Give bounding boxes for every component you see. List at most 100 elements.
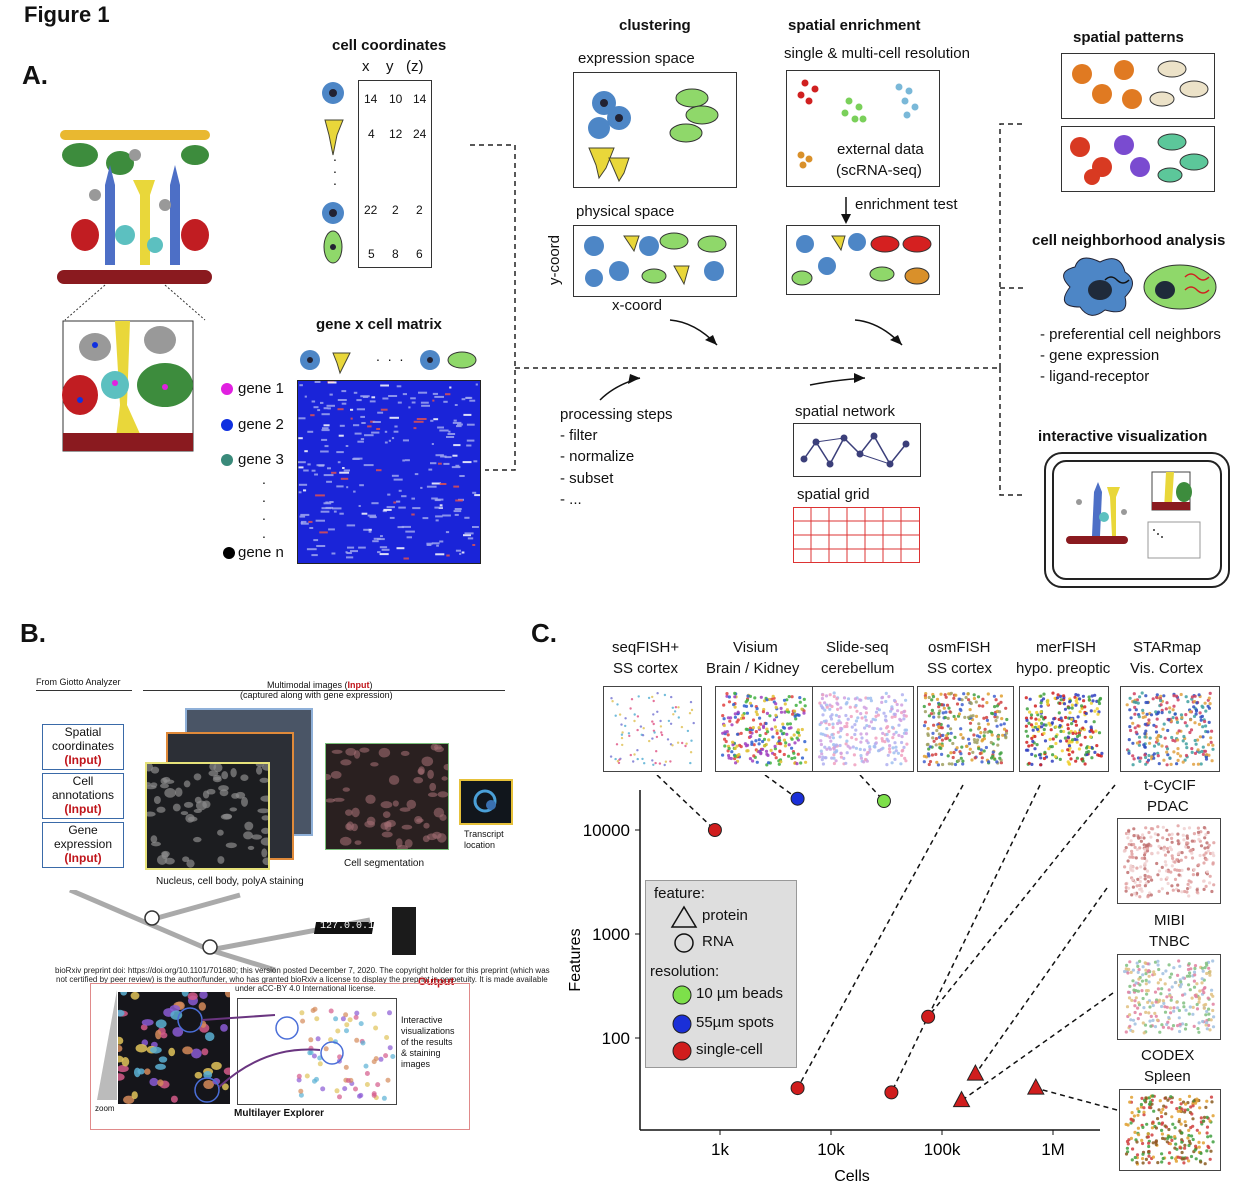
transcript-image (459, 779, 513, 825)
processing-step: - ... (560, 491, 582, 508)
side-dataset-name: CODEX (1141, 1047, 1195, 1064)
dataset-tissue: cerebellum (821, 660, 895, 677)
captured-label: (captured along with gene expression) (240, 690, 393, 700)
y-tick-label: 100 (602, 1029, 630, 1048)
dataset-name: Slide-seq (826, 639, 889, 656)
leader-line (1035, 1087, 1118, 1111)
dataset-name: seqFISH+ (612, 639, 680, 656)
thumb-seqfish (603, 686, 702, 772)
coord-header-z: (z) (406, 58, 424, 75)
spatial-network-box (793, 423, 921, 477)
external-data-box (786, 70, 940, 187)
leader-line (796, 784, 964, 1089)
dataset-tissue: SS cortex (927, 660, 993, 677)
spatial-network-label: spatial network (795, 403, 896, 420)
coord-cell: 2 (392, 203, 399, 217)
x-tick-label: 1k (711, 1140, 729, 1159)
spatial-enrichment-subtitle: single & multi-cell resolution (784, 45, 970, 62)
y-axis-label: Features (567, 928, 584, 991)
coord-cell: 5 (368, 247, 375, 261)
thumb-visium (715, 686, 814, 772)
nucleus-label: Nucleus, cell body, polyA staining (156, 876, 304, 887)
data-point-osmfish (790, 1081, 805, 1096)
legend-resolution-title: resolution: (650, 963, 720, 980)
gene-dots (221, 383, 235, 559)
dataset-tissue: hypo. preoptic (1016, 660, 1111, 677)
spots-legend-icon (672, 1014, 692, 1034)
zoom-triangle (97, 990, 117, 1100)
expression-space-box (573, 72, 737, 188)
neighborhood-item: - gene expression (1040, 347, 1160, 364)
giotto-bracket (36, 690, 132, 691)
external-data-label-2: (scRNA-seq) (836, 162, 922, 179)
leader-line (764, 775, 799, 800)
zoom-label: zoom (95, 1104, 115, 1113)
thumb-osmfish (917, 686, 1014, 772)
gene-2-label: gene 2 (238, 416, 284, 433)
side-dataset-name: t-CyCIF (1144, 777, 1196, 794)
spatial-patterns-title: spatial patterns (1073, 29, 1184, 46)
thumb-starmap (1120, 686, 1220, 772)
dataset-name: Visium (733, 639, 778, 656)
x-tick-label: 100k (924, 1140, 961, 1159)
legend-feature-title: feature: (654, 885, 705, 902)
segmentation-label: Cell segmentation (344, 858, 425, 869)
side-dataset-tissue: Spleen (1144, 1068, 1191, 1085)
biorxiv-line-1: bioRxiv preprint doi: https://doi.org/10… (55, 966, 550, 975)
processing-title: processing steps (560, 406, 673, 423)
y-coord-label: y-coord (546, 234, 563, 285)
converging-lines (69, 890, 371, 973)
coord-header-y: y (386, 58, 394, 75)
data-point-slideseq (876, 794, 891, 809)
leader-line (961, 992, 1114, 1102)
explorer-links (177, 1007, 344, 1103)
neighborhood-cells (1063, 257, 1217, 316)
data-point-starmap (921, 1009, 936, 1024)
biorxiv-line-2: not certified by peer review) is the aut… (56, 975, 548, 984)
explorer-label: Multilayer Explorer (234, 1108, 325, 1119)
from-giotto-label: From Giotto Analyzer (36, 677, 121, 687)
spatial-enrichment-title: spatial enrichment (788, 17, 921, 34)
gene-n-label: gene n (238, 544, 284, 561)
enrichment-result-box (786, 225, 940, 295)
y-tick-label: 1000 (592, 925, 630, 944)
coord-cell: 8 (392, 247, 399, 261)
figure-title: Figure 1 (24, 2, 110, 27)
neighborhood-item: - ligand-receptor (1040, 368, 1150, 385)
panel-c-letter: C. (531, 618, 557, 648)
gene-1-label: gene 1 (238, 380, 284, 397)
coord-cell: 6 (416, 247, 423, 261)
legend-protein: protein (702, 907, 748, 924)
panel-a-letter: A. (22, 60, 48, 90)
server-icon (392, 907, 416, 955)
processing-step: - normalize (560, 448, 635, 465)
coordinate-cell-icons (322, 82, 344, 264)
processing-step: - filter (560, 427, 598, 444)
data-point-mibi (952, 1090, 971, 1108)
gene-3-label: gene 3 (238, 451, 284, 468)
data-point-codex (1026, 1078, 1045, 1095)
coord-cell: 24 (413, 127, 427, 141)
leader-line (927, 784, 1116, 1018)
x-tick-label: 10k (817, 1140, 845, 1159)
interactive-frame-outer (1044, 452, 1230, 588)
physical-space-label: physical space (576, 203, 675, 220)
neighborhood-title: cell neighborhood analysis (1032, 232, 1226, 249)
dataset-name: STARmap (1133, 639, 1202, 656)
x-tick-label: 1M (1041, 1140, 1065, 1159)
dataset-tissue: SS cortex (613, 660, 679, 677)
spatial-grid-box (793, 507, 920, 563)
enrichment-test-label: enrichment test (855, 196, 958, 213)
gene-matrix-heatmap (297, 380, 483, 564)
transcript-label: Transcript (464, 829, 504, 839)
gene-dots-vertical: .... (262, 471, 266, 541)
dataset-name: merFISH (1036, 639, 1096, 656)
data-point-seqfish (707, 823, 722, 837)
matrix-cell-icons (300, 350, 477, 375)
spatial-pattern-2 (1061, 126, 1215, 192)
tissue-illustration (57, 130, 212, 452)
